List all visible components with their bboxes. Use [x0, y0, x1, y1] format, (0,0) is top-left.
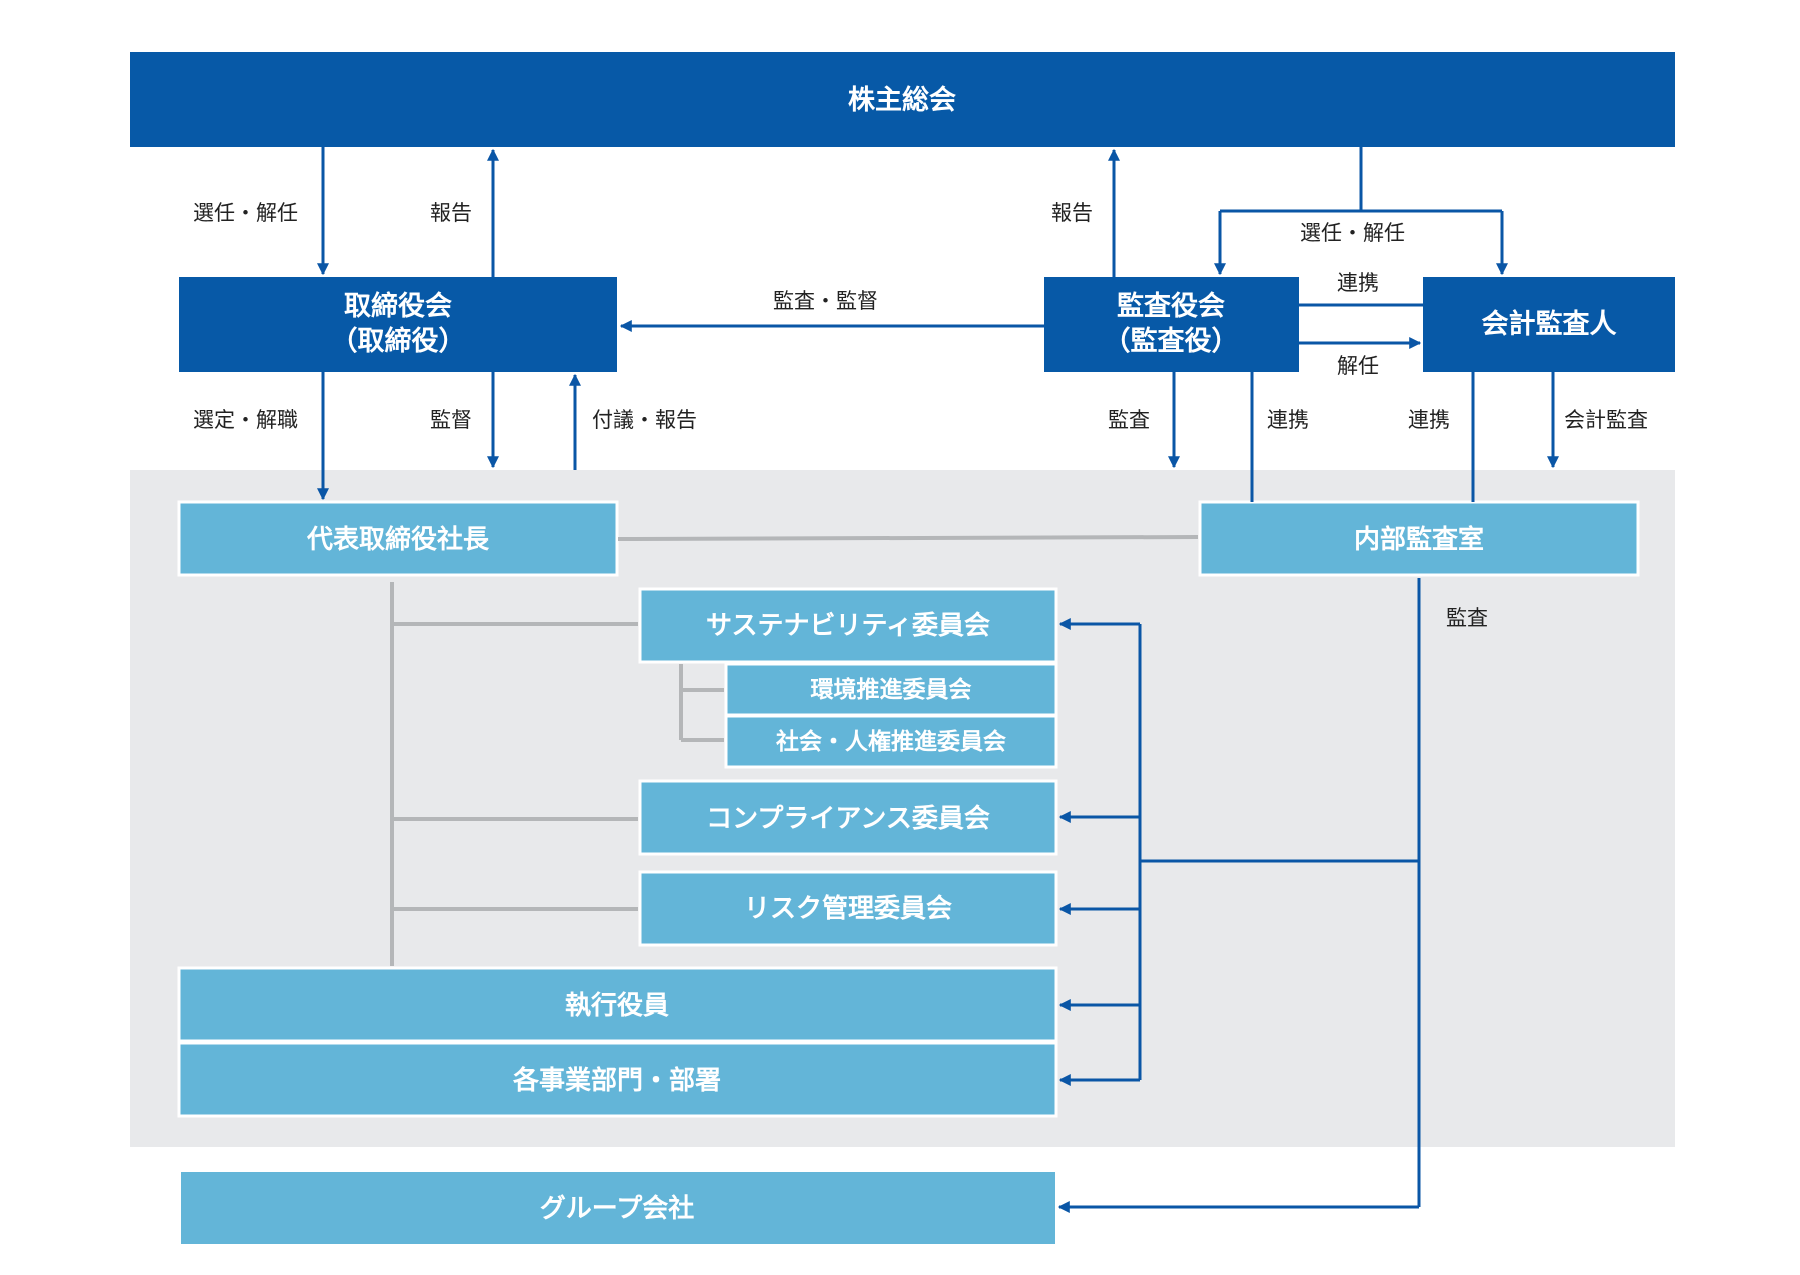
label-audit-supervise: 監査・監督: [773, 289, 878, 313]
group-companies-box: グループ会社: [181, 1172, 1055, 1244]
audit-board-label-line2: （監査役）: [1104, 326, 1239, 357]
internal-audit-box: 内部監査室: [1198, 500, 1640, 577]
board-label-line1: 取締役会: [344, 290, 452, 322]
compliance-committee-box: コンプライアンス委員会: [638, 779, 1058, 856]
shareholders-meeting-label: 株主総会: [848, 84, 956, 116]
connector-labels: 選任・解任 報告 報告 選任・解任 監査・監督 連携 解任 選定・解職 監督 付…: [193, 201, 1648, 630]
executive-officers-box: 執行役員: [177, 966, 1058, 1043]
sustainability-committee-box: サステナビリティ委員会: [638, 587, 1058, 664]
environment-committee-box: 環境推進委員会: [724, 662, 1058, 717]
risk-committee-label: リスク管理委員会: [744, 894, 952, 924]
label-report-right: 報告: [1051, 201, 1093, 225]
business-divisions-label: 各事業部門・部署: [512, 1065, 721, 1096]
social-human-rights-committee-box: 社会・人権推進委員会: [724, 714, 1058, 769]
environment-committee-label: 環境推進委員会: [811, 676, 972, 703]
label-audit-internal: 監査: [1446, 606, 1488, 630]
label-cooperation-2: 連携: [1267, 408, 1309, 432]
compliance-committee-label: コンプライアンス委員会: [706, 804, 990, 834]
executive-officers-label: 執行役員: [565, 990, 669, 1021]
risk-committee-box: リスク管理委員会: [638, 870, 1058, 947]
label-elect-dismiss-left: 選任・解任: [193, 201, 298, 225]
accounting-auditor-box: 会計監査人: [1423, 277, 1675, 372]
sustainability-committee-label: サステナビリティ委員会: [706, 611, 990, 641]
label-report-left: 報告: [430, 201, 472, 225]
label-audit-1: 監査: [1108, 408, 1150, 432]
label-dismissal: 解任: [1337, 354, 1379, 378]
business-divisions-box: 各事業部門・部署: [177, 1041, 1058, 1118]
audit-board-label-line1: 監査役会: [1117, 291, 1225, 322]
social-human-rights-committee-label: 社会・人権推進委員会: [776, 728, 1006, 755]
org-tree-lines: [390, 535, 1199, 966]
board-box: 取締役会 （取締役）: [179, 277, 617, 372]
label-select-dismiss: 選定・解職: [193, 408, 298, 432]
label-cooperation-top: 連携: [1337, 271, 1379, 295]
label-accounting-audit: 会計監査: [1564, 408, 1648, 432]
accounting-auditor-label: 会計監査人: [1482, 308, 1617, 340]
label-supervision: 監督: [430, 408, 472, 432]
label-elect-dismiss-right: 選任・解任: [1300, 221, 1405, 245]
audit-board-box: 監査役会 （監査役）: [1044, 277, 1299, 372]
label-cooperation-3: 連携: [1408, 408, 1450, 432]
board-label-line2: （取締役）: [331, 325, 466, 357]
group-companies-label: グループ会社: [540, 1193, 694, 1224]
president-box: 代表取締役社長: [177, 500, 619, 577]
internal-audit-label: 内部監査室: [1354, 524, 1484, 555]
connectors: [317, 147, 1559, 1213]
shareholders-meeting-box: 株主総会: [130, 52, 1675, 147]
label-proposal-report: 付議・報告: [592, 408, 697, 432]
president-label: 代表取締役社長: [306, 524, 490, 555]
